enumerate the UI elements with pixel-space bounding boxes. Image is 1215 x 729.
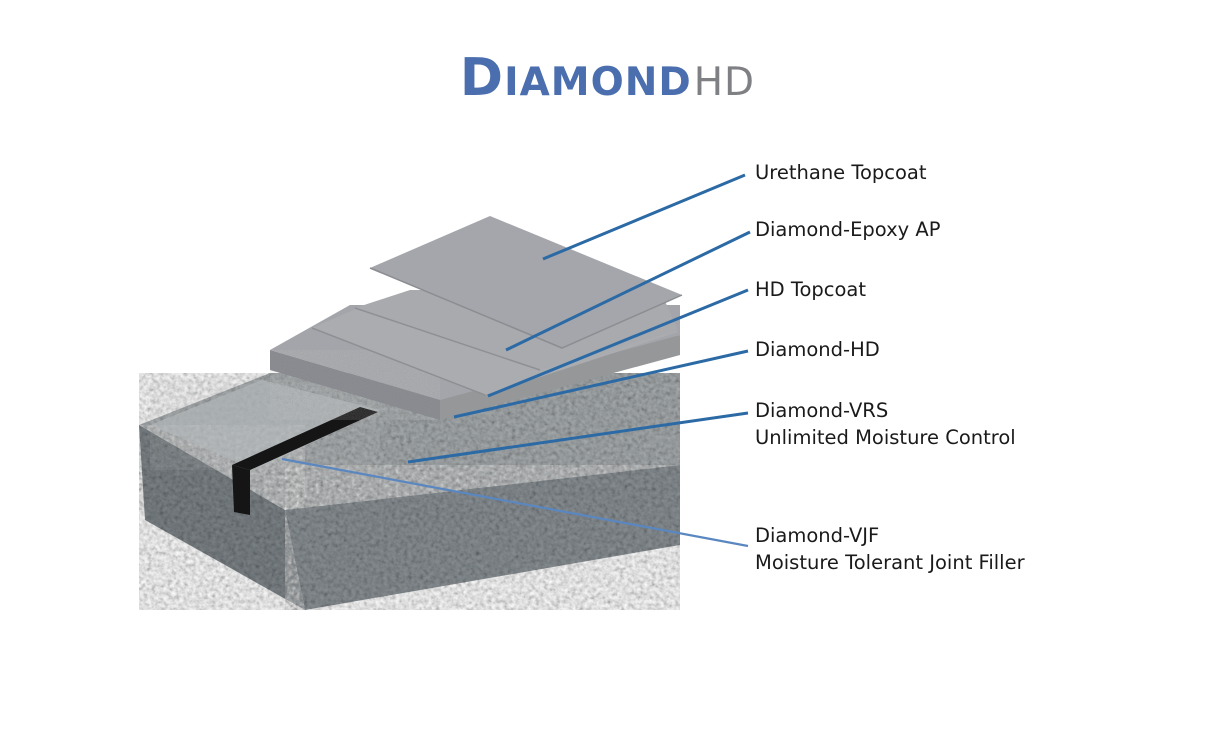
leader-hd-topcoat	[487, 288, 749, 398]
joint-side	[232, 465, 250, 515]
slab-smooth-patch	[150, 380, 380, 470]
label-line: Unlimited Moisture Control	[755, 426, 1016, 449]
label-line: Diamond-VJF	[755, 524, 880, 547]
diamond-hd-logo: DIAMONDHD	[0, 52, 1215, 104]
leader-diamond-hd	[453, 349, 749, 419]
label-diamond-epoxy-ap: Diamond-Epoxy AP	[755, 216, 941, 243]
logo-initial: D	[459, 48, 505, 108]
label-diamond-hd: Diamond-HD	[755, 336, 880, 363]
label-diamond-vjf: Diamond-VJF Moisture Tolerant Joint Fill…	[755, 522, 1025, 576]
hd-layer-right	[440, 335, 680, 420]
label-line: HD Topcoat	[755, 278, 867, 301]
label-line: Moisture Tolerant Joint Filler	[755, 551, 1025, 574]
label-diamond-vrs: Diamond-VRS Unlimited Moisture Control	[755, 397, 1016, 451]
hd-topcoat-edge	[311, 327, 486, 396]
concrete-slab	[139, 373, 680, 610]
label-line: Diamond-VRS	[755, 399, 889, 422]
logo-wordmark: IAMOND	[504, 60, 692, 105]
logo-suffix: HD	[693, 60, 756, 105]
label-line: Diamond-HD	[755, 338, 880, 361]
label-line: Diamond-Epoxy AP	[755, 218, 941, 241]
leader-lines	[281, 173, 751, 548]
label-line: Urethane Topcoat	[755, 161, 927, 184]
leader-diamond-epoxy-ap	[505, 230, 751, 352]
urethane-sheet-edge	[369, 267, 683, 349]
hd-layer-front	[270, 350, 440, 420]
epoxy-ap-edge	[354, 307, 541, 371]
leader-diamond-vrs	[407, 411, 749, 464]
label-hd-topcoat: HD Topcoat	[755, 276, 866, 303]
urethane-sheet	[370, 216, 682, 348]
slab-right-face	[285, 465, 680, 610]
leader-urethane-topcoat	[542, 173, 746, 261]
joint-top	[232, 407, 378, 470]
leader-diamond-vjf	[281, 457, 749, 548]
label-urethane-topcoat: Urethane Topcoat	[755, 159, 927, 186]
slab-front-face	[139, 425, 305, 610]
